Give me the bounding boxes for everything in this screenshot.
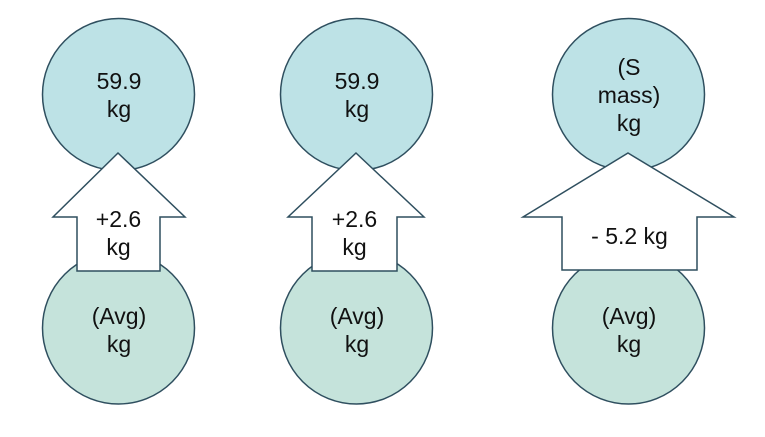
arrow-1-line-1: +2.6 <box>95 206 142 232</box>
bottom-circle-2-label: (Avg) kg <box>286 290 428 370</box>
bottom-circle-3-label: (Avg) kg <box>558 290 700 370</box>
bottom-circle-3-line-1: (Avg) <box>601 303 657 329</box>
bottom-circle-2-line-1: (Avg) <box>329 303 385 329</box>
up-arrow-1-icon <box>51 151 187 272</box>
top-circle-3-line-3: kg <box>616 110 642 136</box>
top-circle-2-label: 59.9 kg <box>286 55 428 135</box>
group-2 <box>279 17 434 405</box>
arrow-2-line-2: kg <box>342 234 367 260</box>
top-circle-2-line-1: 59.9 <box>334 68 380 94</box>
top-circle-3-label: (S mass) kg <box>558 42 700 148</box>
top-circle-3-line-1: (S <box>617 54 641 80</box>
arrow-1-line-2: kg <box>106 234 131 260</box>
top-circle-3-line-2: mass) <box>597 82 661 108</box>
top-circle-1-line-2: kg <box>106 96 132 122</box>
group-1 <box>41 17 196 405</box>
arrow-2-label: +2.6 kg <box>312 198 397 268</box>
bottom-circle-1-label: (Avg) kg <box>48 290 190 370</box>
arrow-1-label: +2.6 kg <box>77 198 160 268</box>
top-circle-2-line-2: kg <box>344 96 370 122</box>
group-3 <box>520 17 737 405</box>
arrow-3-line-1: - 5.2 kg <box>591 223 668 249</box>
bottom-circle-3-line-2: kg <box>616 331 642 357</box>
top-circle-1-line-1: 59.9 <box>96 68 142 94</box>
up-arrow-2-icon <box>286 151 426 272</box>
up-arrow-3-icon <box>520 152 737 271</box>
arrow-3-label: - 5.2 kg <box>562 218 697 254</box>
bottom-circle-2-line-2: kg <box>344 331 370 357</box>
bottom-circle-1-line-2: kg <box>106 331 132 357</box>
bottom-circle-1-line-1: (Avg) <box>91 303 147 329</box>
top-circle-1-label: 59.9 kg <box>48 55 190 135</box>
arrow-2-line-1: +2.6 <box>331 206 378 232</box>
